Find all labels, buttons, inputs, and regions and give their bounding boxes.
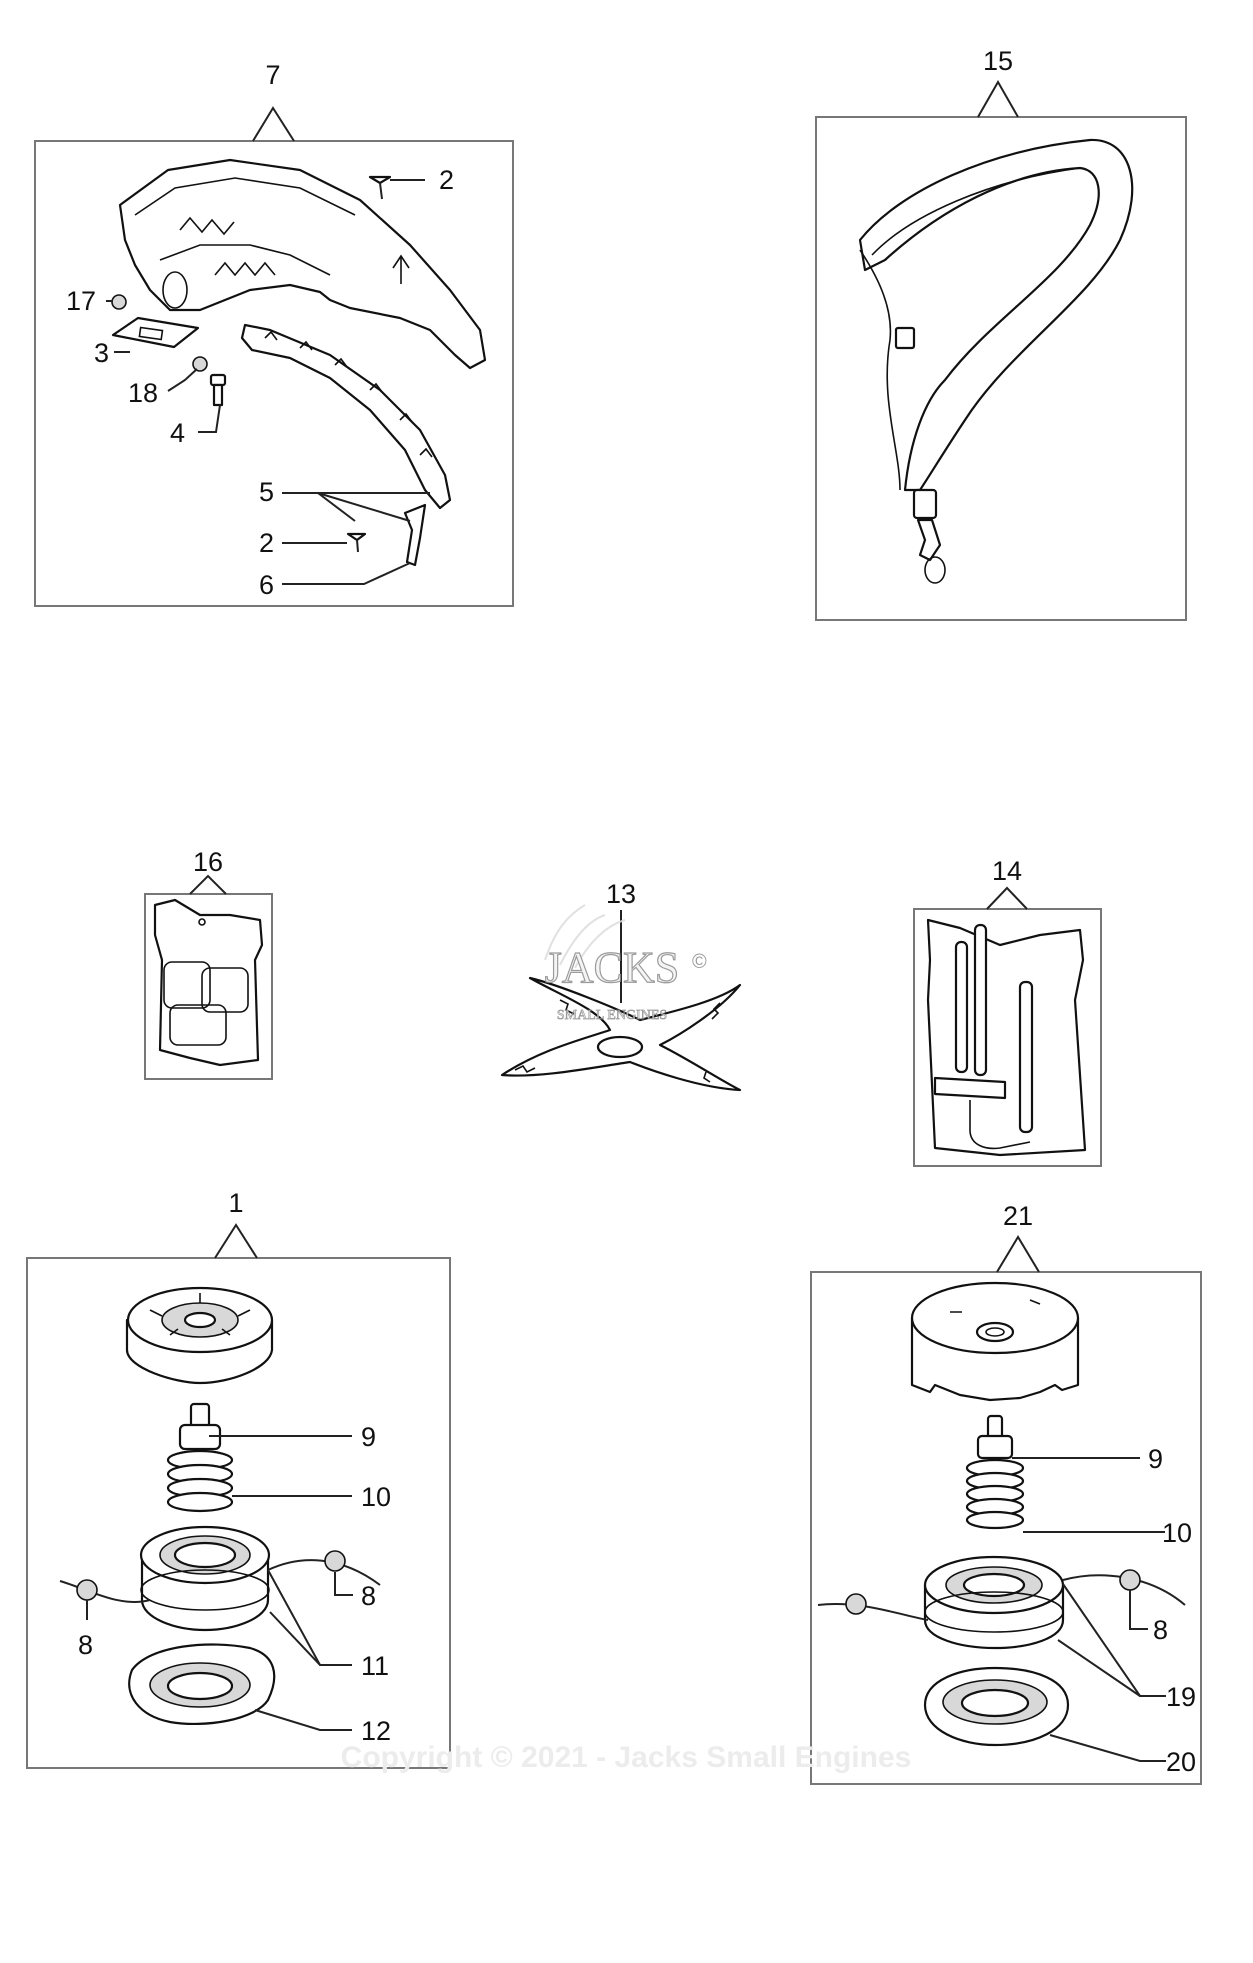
brush-blade-part bbox=[500, 976, 742, 1092]
decal-sheet-part bbox=[153, 898, 264, 1067]
head-21-cover-part bbox=[910, 1281, 1080, 1402]
callout-9-right: 9 bbox=[1148, 1444, 1163, 1474]
guard-group-bracket bbox=[252, 106, 295, 142]
eyelet-8-left-part bbox=[76, 1579, 98, 1601]
callout-6: 6 bbox=[259, 570, 274, 600]
bolt-4-part bbox=[209, 373, 227, 407]
callout-14: 14 bbox=[992, 856, 1022, 886]
screw-2-top-part bbox=[368, 175, 392, 200]
nut-17-part bbox=[111, 294, 127, 310]
spring-10-part bbox=[166, 1449, 234, 1513]
group-tools: 14 bbox=[913, 856, 1102, 1167]
callout-11: 11 bbox=[361, 1651, 389, 1681]
eyelet-8-21-right-part bbox=[1119, 1569, 1141, 1591]
callout-2-top: 2 bbox=[439, 165, 454, 195]
shoulder-harness-part bbox=[858, 138, 1134, 584]
callout-9-left: 9 bbox=[361, 1422, 376, 1452]
callout-21: 21 bbox=[1003, 1201, 1033, 1231]
clamp-plate-part bbox=[111, 316, 200, 349]
callout-7: 7 bbox=[265, 60, 280, 90]
callout-8-right: 8 bbox=[361, 1581, 376, 1611]
group-blade: 13 JACKS © SMALL ENGINES bbox=[500, 879, 742, 1092]
spool-11-part bbox=[139, 1525, 271, 1632]
callout-2-bottom: 2 bbox=[259, 528, 274, 558]
eyelet-8-right-part bbox=[324, 1550, 346, 1572]
head-bolt-9-part bbox=[178, 1402, 222, 1451]
group-guard: 7 bbox=[34, 60, 514, 607]
tool-kit-part bbox=[926, 918, 1087, 1157]
callout-18: 18 bbox=[128, 378, 158, 408]
head-21-spring-10-part bbox=[965, 1458, 1025, 1530]
callout-8-left: 8 bbox=[78, 1630, 93, 1660]
group-trimmer-head-21: 21 bbox=[810, 1201, 1202, 1785]
callout-4: 4 bbox=[170, 418, 185, 448]
callout-19: 19 bbox=[1166, 1682, 1196, 1712]
callout-13: 13 bbox=[606, 879, 636, 909]
copyright-symbol-icon: © bbox=[692, 951, 707, 973]
jacks-watermark: JACKS © SMALL ENGINES bbox=[544, 904, 707, 1023]
head-cover-part bbox=[125, 1286, 274, 1385]
callout-8-head21: 8 bbox=[1153, 1615, 1168, 1645]
watermark-logo-subtext: SMALL ENGINES bbox=[557, 1008, 667, 1023]
nut-18-part bbox=[192, 356, 208, 372]
copyright-watermark: Copyright © 2021 - Jacks Small Engines bbox=[341, 1741, 912, 1774]
group-harness: 15 bbox=[815, 46, 1187, 621]
callout-16: 16 bbox=[193, 847, 223, 877]
callout-20: 20 bbox=[1166, 1747, 1196, 1777]
callout-17: 17 bbox=[66, 286, 96, 316]
eyelet-8-21-left-part bbox=[845, 1593, 867, 1615]
screw-2-bottom-part bbox=[346, 532, 367, 553]
line-cutter-strip-part bbox=[240, 323, 452, 510]
callout-15: 15 bbox=[983, 46, 1013, 76]
group-trimmer-head-1: 1 bbox=[26, 1188, 451, 1769]
callout-10-left: 10 bbox=[361, 1482, 391, 1512]
head-21-bolt-9-part bbox=[976, 1414, 1014, 1460]
callout-5: 5 bbox=[259, 477, 274, 507]
callout-10-right: 10 bbox=[1162, 1518, 1192, 1548]
callout-1: 1 bbox=[228, 1188, 243, 1218]
head-21-base-20-part bbox=[923, 1666, 1070, 1747]
callout-3: 3 bbox=[94, 338, 109, 368]
callout-12: 12 bbox=[361, 1716, 391, 1746]
group-decal: 16 bbox=[144, 847, 273, 1080]
spool-19-part bbox=[923, 1555, 1065, 1650]
watermark-logo-text: JACKS bbox=[545, 943, 680, 992]
head-base-12-part bbox=[128, 1643, 276, 1725]
grass-guard-part bbox=[118, 158, 487, 370]
